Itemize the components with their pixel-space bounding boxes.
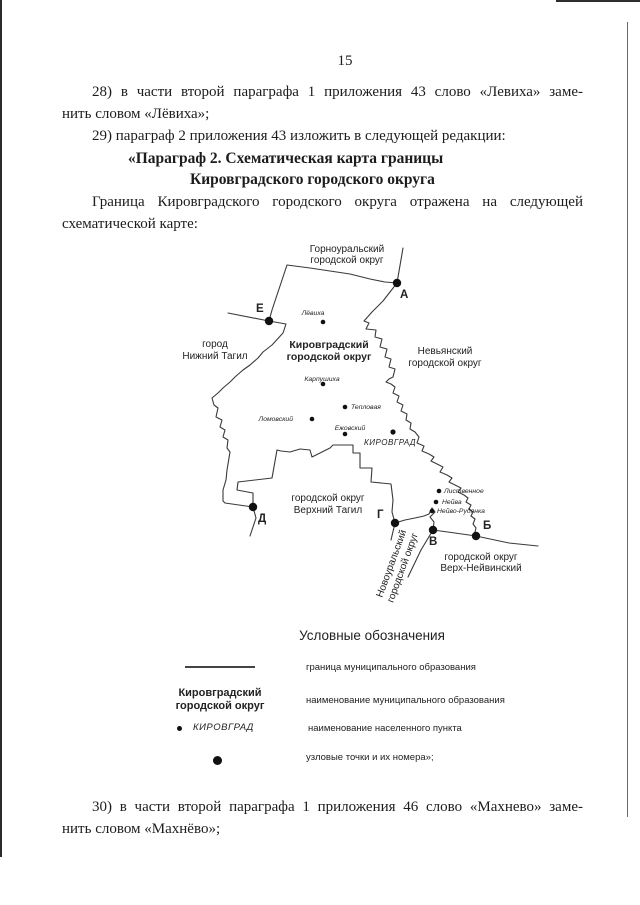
junction-nodes — [248, 278, 481, 541]
region-kirovgradsky-line1: Кировградский — [289, 339, 368, 351]
node-dot-v — [428, 525, 438, 535]
region-verkhny-tagil-line1: городской округ — [291, 493, 365, 504]
settlement-label-yezhovsky: Ежовский — [335, 424, 366, 432]
node-label-a: А — [400, 289, 408, 301]
junction-node-letters: А Б В Г Д Е — [256, 289, 491, 548]
region-nevyansky-line2: городской округ — [408, 358, 482, 369]
region-nizhny-tagil-line2: Нижний Тагил — [182, 351, 247, 362]
region-verkh-neyvinsky-line1: городской округ — [444, 552, 518, 563]
settlement-dot-listvennoe — [436, 488, 442, 494]
settlement-dot-lomovsky — [309, 416, 315, 422]
settlement-dots — [309, 319, 442, 514]
settlement-dot-neyva — [433, 499, 439, 505]
settlement-dot-levikha — [320, 319, 326, 325]
page-border-left — [0, 0, 2, 857]
node-label-e: Е — [256, 303, 264, 315]
settlement-dot-teplovaya — [342, 404, 348, 410]
settlement-label-karpushikha: Карпушиха — [304, 376, 339, 383]
legend-title: Условные обозначения — [299, 628, 445, 643]
legend-municipality-name-line1: Кировградский — [178, 687, 262, 699]
settlement-dot-neyvo-rudyanka — [429, 508, 435, 514]
boundary-ext-node-a — [396, 247, 404, 284]
node-dot-d — [248, 502, 258, 512]
settlement-dot-yezhovsky — [342, 431, 348, 437]
node-label-b: Б — [483, 520, 491, 532]
legend-item-settlement: наименование населенного пункта — [308, 723, 462, 734]
paragraph-29: 29) параграф 2 приложения 43 изложить в … — [92, 128, 506, 144]
region-kirovgradsky-line2: городской округ — [287, 351, 372, 363]
paragraph-28-line2: нить словом «Лёвиха»; — [62, 106, 210, 122]
settlement-label-teplovaya: Тепловая — [351, 404, 381, 411]
legend-settlement-name-symbol: КИРОВГРАД — [193, 722, 254, 733]
paragraph-28-line1: 28) в части второй параграфа 1 приложени… — [92, 84, 583, 100]
page-border-right — [627, 22, 628, 817]
settlement-label-lomovsky: Ломовский — [258, 415, 294, 423]
boundary-ext-node-d — [249, 506, 257, 537]
boundary-ext-node-v — [407, 529, 434, 578]
legend-settlement-dot-symbol — [177, 726, 182, 731]
kirovgrad-district-outline — [211, 264, 477, 537]
node-dot-a — [392, 278, 402, 288]
node-label-d: Д — [258, 513, 266, 525]
legend-boundary-line-symbol — [185, 666, 255, 668]
node-label-v: В — [429, 536, 437, 548]
paragraph-30-line2: нить словом «Махнёво»; — [62, 821, 221, 837]
node-dot-e — [264, 316, 274, 326]
intro-line1: Граница Кировградского городского округа… — [92, 194, 583, 210]
node-dot-b — [471, 531, 481, 541]
legend-municipality-name-symbol: Кировградский городской округ — [160, 687, 280, 713]
region-verkh-neyvinsky-line2: Верх-Нейвинский — [440, 563, 521, 574]
node-dot-g — [390, 518, 400, 528]
settlement-label-listvennoe: Лиственное — [443, 488, 484, 495]
region-verkhny-tagil-line2: Верхний Тагил — [294, 505, 363, 516]
municipal-boundary-lines — [211, 247, 539, 578]
legend-item-municipality: наименование муниципального образования — [306, 695, 505, 706]
settlement-dot-kirovgrad — [390, 429, 396, 435]
settlement-label-kirovgrad: КИРОВГРАД — [364, 438, 416, 447]
paragraph-30-line1: 30) в части второй параграфа 1 приложени… — [92, 799, 583, 815]
legend-municipality-name-line2: городской округ — [175, 700, 265, 712]
region-gornouralsky-line1: Горноуральский — [310, 244, 384, 255]
settlement-labels: Лёвиха Карпушиха Тепловая Ломовский Ежов… — [258, 310, 486, 515]
region-nizhny-tagil-line1: город — [202, 339, 228, 350]
boundary-ext-node-b — [475, 535, 539, 547]
boundary-ext-node-e — [227, 312, 270, 322]
page-border-top — [556, 0, 640, 2]
region-gornouralsky-line2: городской округ — [310, 255, 384, 266]
settlement-label-levikha: Лёвиха — [301, 310, 325, 317]
page-number: 15 — [337, 53, 353, 69]
schematic-boundary-map: А Б В Г Д Е Лёвиха Карпушиха Тепловая Ло… — [182, 244, 539, 604]
region-nevyansky-line1: Невьянский — [418, 346, 473, 357]
section-heading-line1: «Параграф 2. Схематическая карта границы — [128, 150, 444, 167]
legend-item-junction: узловые точки и их номера»; — [306, 752, 434, 763]
node-label-g: Г — [377, 509, 384, 521]
settlement-dot-karpushikha — [320, 381, 326, 387]
legend-junction-dot-symbol — [213, 756, 222, 765]
section-heading-line2: Кировградского городского округа — [190, 171, 435, 188]
intro-line2: схематической карте: — [62, 216, 198, 232]
legend-item-boundary: граница муниципального образования — [306, 662, 476, 673]
settlement-label-neyva: Нейва — [442, 498, 462, 506]
settlement-label-neyvo-rudyanka: Нейво-Рудянка — [437, 507, 485, 515]
